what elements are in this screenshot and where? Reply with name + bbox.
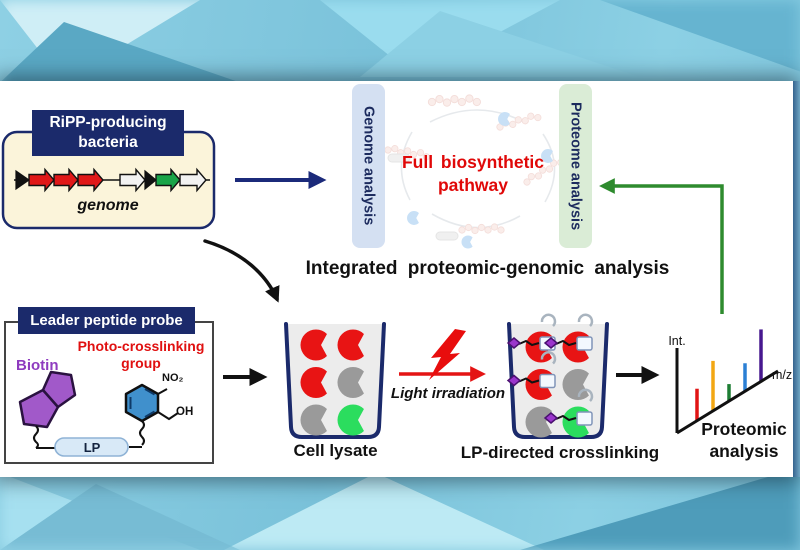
mass-spectrum (675, 329, 779, 435)
proteome-analysis-panel: Proteome analysis (559, 84, 592, 248)
squiggle-linker (33, 420, 145, 449)
light-irradiation-label: Light irradiation (390, 385, 506, 402)
bacteria-box-title: RiPP-producing bacteria (32, 110, 184, 156)
lightning-bolt-icon (429, 329, 466, 380)
pathway-label: Full biosynthetic pathway (401, 152, 545, 195)
spectrum-bars (695, 329, 763, 421)
panel-edge-shadow (793, 81, 800, 477)
photo-crosslinking-label: Photo-crosslinking group (77, 338, 205, 371)
oh-label: OH (176, 406, 194, 418)
crosslinking-label: LP-directed crosslinking (460, 443, 660, 462)
proteome-feedback-arrow (599, 178, 724, 314)
gene-cluster-arrows (15, 167, 207, 193)
proteomic-analysis-label: Proteomic analysis (701, 419, 787, 461)
intensity-axis-label: Int. (668, 334, 686, 348)
genome-analysis-panel: Genome analysis (352, 84, 385, 248)
curved-flow-arrow (203, 239, 280, 303)
lp-capsule (54, 437, 129, 457)
beaker-crosslinking (506, 313, 609, 439)
mz-axis-label: m/z (772, 368, 793, 382)
beaker-cell-lysate (284, 322, 386, 439)
genome-cluster-box (1, 130, 216, 230)
probe-box-outline (4, 321, 214, 464)
cell-lysate-label: Cell lysate (293, 441, 378, 460)
biotin-structure (18, 370, 77, 429)
no2-label: NO₂ (162, 372, 184, 384)
biotin-label: Biotin (16, 357, 59, 374)
integrated-analysis-label: Integrated proteomic-genomic analysis (305, 258, 670, 279)
pathway-motif (383, 94, 566, 249)
genome-label: genome (77, 197, 139, 214)
probe-box-title: Leader peptide probe (18, 307, 195, 334)
lp-capsule-label: LP (83, 440, 101, 455)
